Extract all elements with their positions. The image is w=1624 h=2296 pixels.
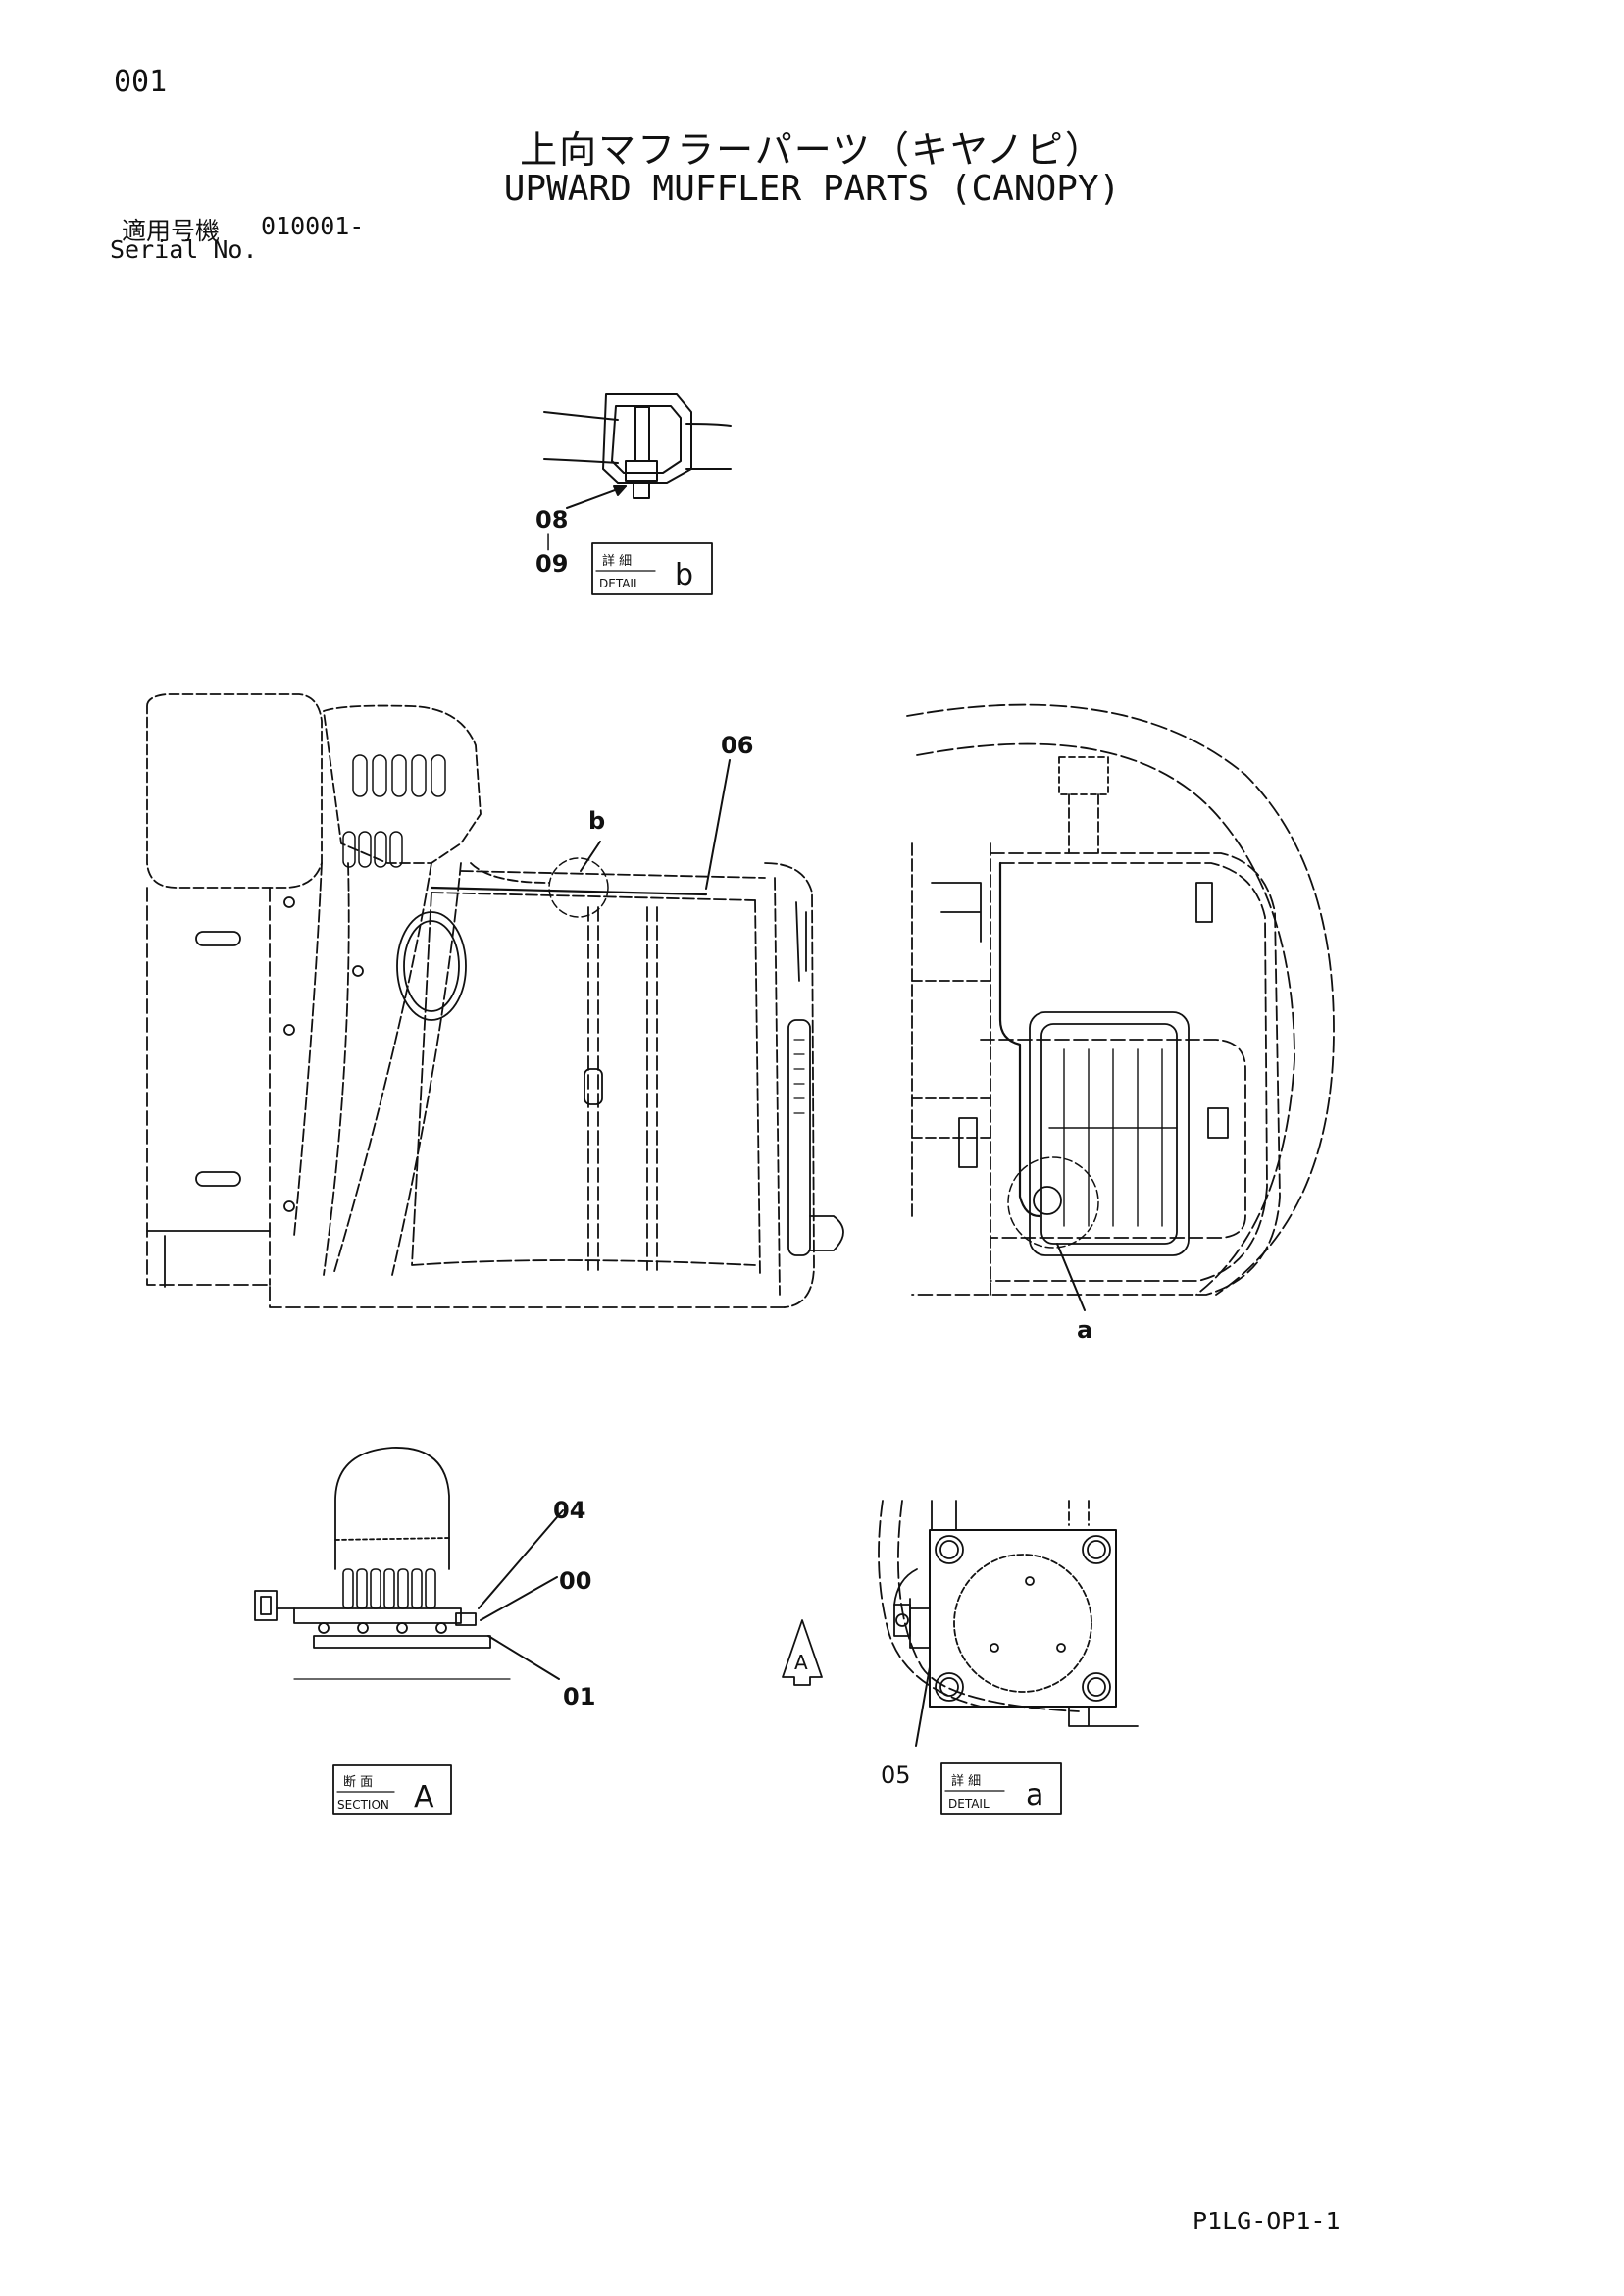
callout-range-dash: | [545,531,551,551]
callout-01: 01 [563,1683,595,1710]
section-a-jp: 断 面 [343,1775,373,1790]
page-title-english: UPWARD MUFFLER PARTS (CANOPY) [503,169,1121,209]
view-arrow-a: A [782,1619,823,1686]
callout-08: 08 [535,506,568,534]
leader-b [580,841,601,872]
page-title-japanese: 上向マフラーパーツ（キヤノピ） [520,128,1104,172]
section-a-drawing [254,1447,511,1680]
view-arrow-a-label: A [794,1651,808,1674]
leader-05 [915,1666,931,1747]
callout-09: 09 [535,550,568,578]
detail-a-tag: 詳 細 DETAIL a [940,1762,1062,1815]
section-a-tag: 断 面 SECTION A [332,1764,452,1815]
detail-b-id: b [675,558,693,592]
detail-b-en: DETAIL [599,577,640,590]
leader-01 [487,1635,560,1680]
serial-value: 010001- [261,212,365,240]
page-number: 001 [114,65,168,99]
detail-b-tag: 詳 細 DETAIL b [591,542,713,595]
callout-05: 05 [881,1761,911,1789]
leader-06 [705,759,731,890]
callout-b: b [588,807,605,835]
detail-a-jp: 詳 細 [951,1773,981,1789]
detail-a-id: a [1026,1778,1043,1812]
canopy-top-view [906,703,1335,1296]
detail-a-en: DETAIL [948,1797,990,1811]
callout-00: 00 [559,1567,591,1595]
leader-04 [478,1509,564,1609]
callout-04: 04 [553,1497,585,1524]
detail-b-jp: 詳 細 [602,553,632,569]
leader-00 [480,1576,558,1621]
leader-a [1056,1243,1086,1311]
callout-a: a [1077,1316,1092,1344]
document-code: P1LG-OP1-1 [1193,2207,1341,2235]
serial-label-japanese: 適用号機 [122,217,221,245]
section-a-en: SECTION [337,1798,389,1811]
detail-a-drawing [878,1500,1139,1727]
canopy-side-view [146,693,844,1308]
serial-label-english: Serial No. [110,235,258,264]
detail-b-drawing [543,393,732,499]
section-a-id: A [414,1780,434,1814]
callout-06: 06 [721,732,753,759]
